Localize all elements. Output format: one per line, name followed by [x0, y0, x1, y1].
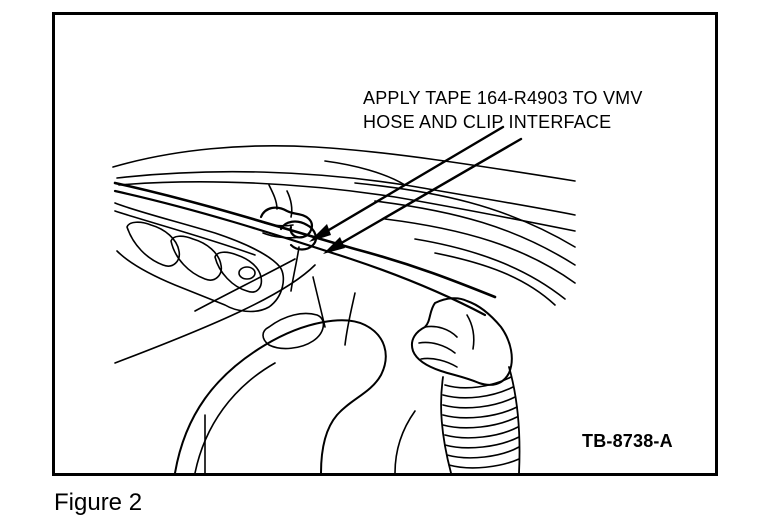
cover-rib: [374, 200, 576, 266]
bolt-head: [238, 266, 256, 280]
hose-rib: [446, 446, 520, 459]
hose-rib: [442, 396, 516, 409]
cover-rib: [384, 218, 576, 284]
callout-line-2: HOSE AND CLIP INTERFACE: [363, 112, 612, 132]
cover-rib: [354, 182, 576, 248]
clip-wire: [286, 190, 293, 218]
hose-clip: [279, 220, 317, 251]
pipe-bracket: [312, 276, 356, 346]
panel-edge: [114, 210, 256, 256]
air-pipe-inner: [194, 362, 276, 473]
cover-rib: [118, 181, 576, 232]
hand-finger: [420, 357, 458, 368]
air-pipe-outer: [174, 319, 387, 473]
engine-illustration: [112, 125, 576, 473]
vmv-hose-lower-line: [113, 189, 487, 317]
corrugated-hose-right: [508, 366, 521, 473]
leader-line-1: [315, 125, 505, 239]
intake-slot: [126, 221, 181, 267]
cover-rib: [414, 238, 566, 300]
intake-slot: [170, 235, 223, 281]
figure-id-label: TB-8738-A: [582, 431, 673, 451]
vmv-hose-upper-line: [113, 181, 497, 299]
corrugated-hose-left: [440, 376, 452, 473]
hand-finger: [418, 341, 456, 354]
leader-line-2: [329, 137, 523, 251]
hose-rib: [442, 406, 518, 419]
thin-hose-2: [194, 258, 296, 312]
clip-wire: [268, 184, 278, 210]
intake-panel-outline: [114, 202, 285, 313]
figure-caption: Figure 2: [54, 489, 143, 516]
hose-rib: [442, 386, 514, 399]
tape-wrap: [258, 220, 302, 239]
callout-line-1: APPLY TAPE 164-R4903 TO VMV: [363, 88, 643, 108]
arrowhead-2: [323, 237, 345, 254]
wire-line: [324, 160, 406, 186]
arrowhead-1: [309, 224, 331, 242]
clip-wire: [290, 246, 300, 292]
hand-finger: [424, 325, 458, 338]
hose-rib: [444, 436, 520, 449]
hose-rib: [448, 458, 520, 469]
cover-rib: [116, 170, 576, 216]
figure-frame: APPLY TAPE 164-R4903 TO VMV HOSE AND CLI…: [52, 12, 718, 476]
hose-rib: [444, 426, 519, 439]
intake-slot: [214, 251, 263, 293]
bracket-line: [394, 410, 416, 473]
callout-arrows: [309, 125, 523, 254]
air-pipe-highlight: [262, 312, 325, 350]
engine-cover-top-edge: [112, 145, 576, 182]
cover-rib: [434, 252, 556, 306]
hose-rib: [444, 376, 512, 389]
hand-outline: [411, 297, 513, 386]
callout-text: APPLY TAPE 164-R4903 TO VMV HOSE AND CLI…: [363, 86, 643, 134]
hose-rib: [442, 416, 518, 429]
hand-knuckle: [466, 314, 475, 350]
